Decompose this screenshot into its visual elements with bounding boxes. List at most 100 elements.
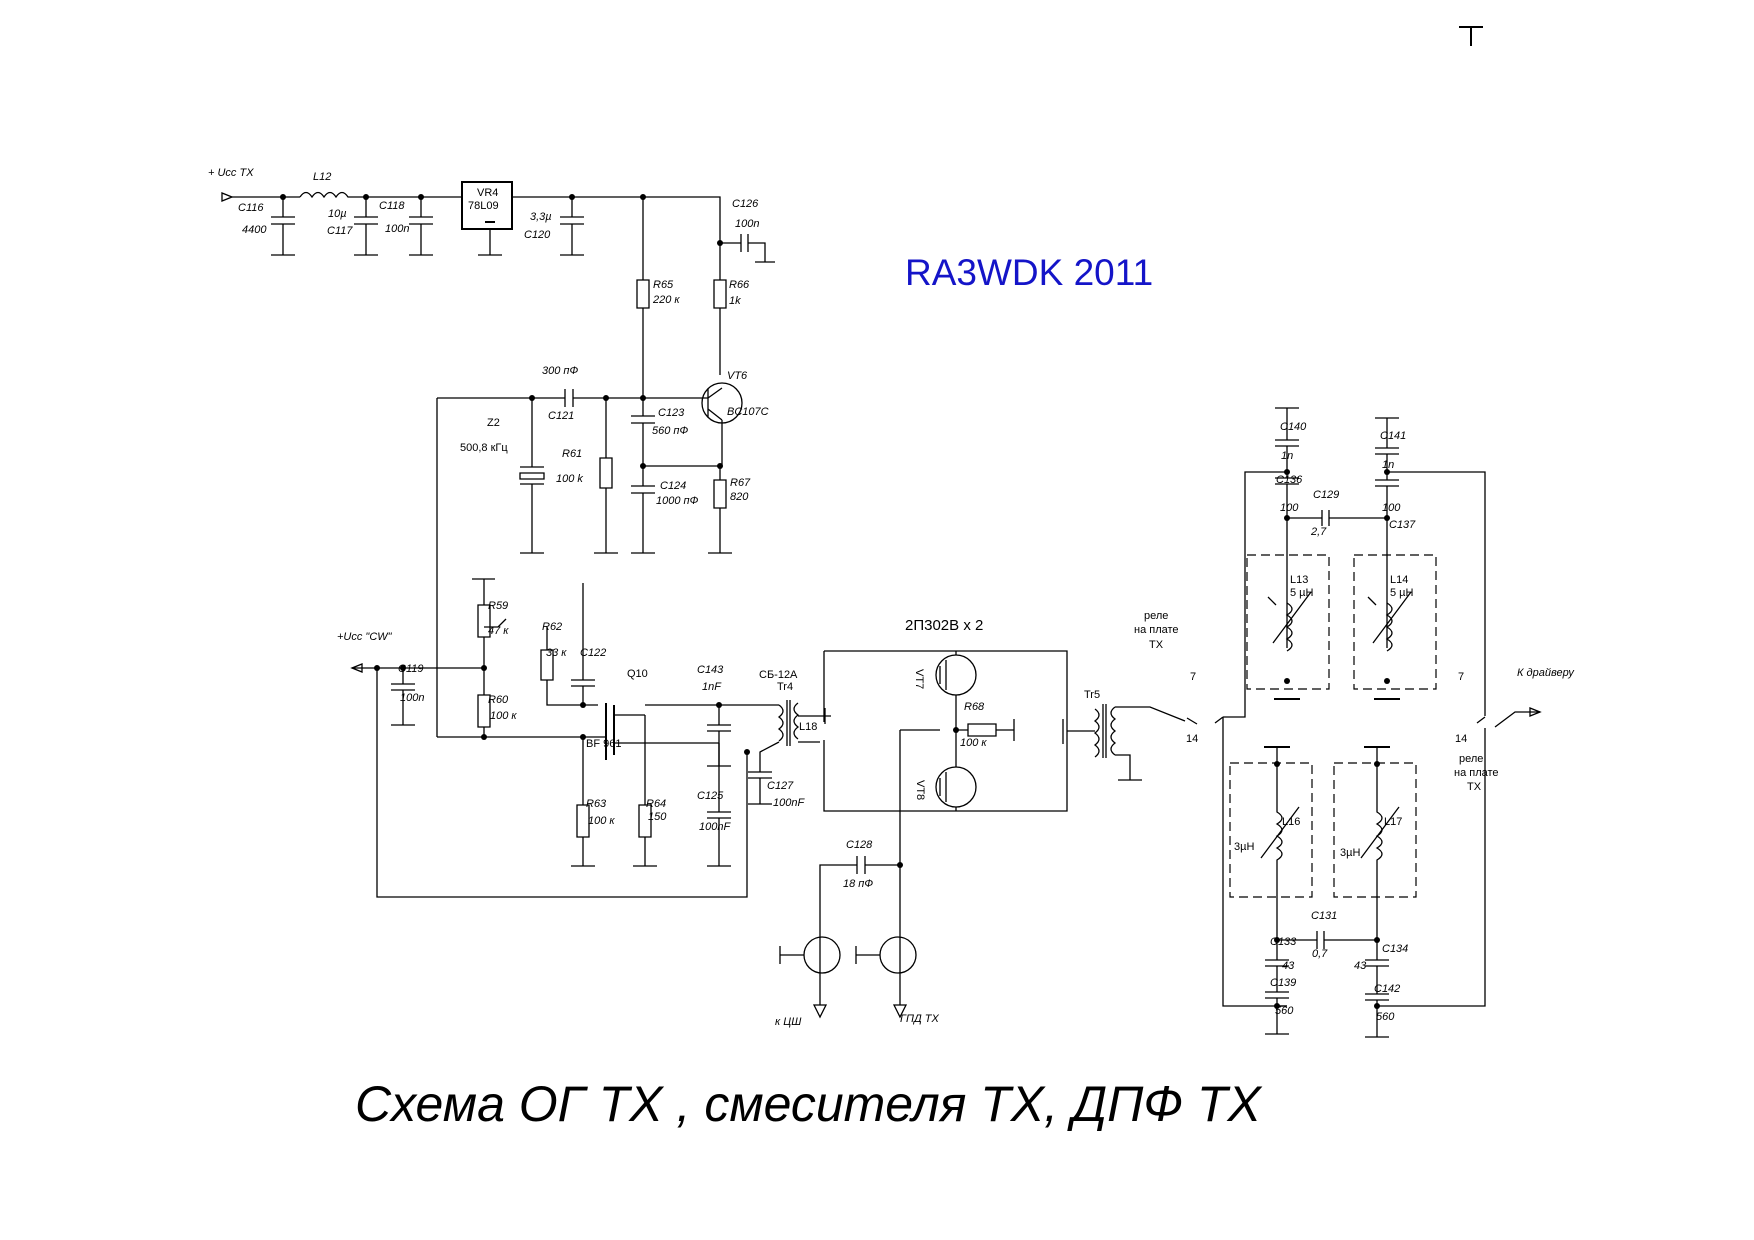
label-c133-value: 43: [1282, 960, 1295, 972]
label-l12: L12: [313, 171, 331, 183]
label-r61: R61: [562, 448, 582, 460]
label-c133: C133: [1270, 936, 1297, 948]
label-l16-value: 3µH: [1234, 841, 1254, 853]
label-c137: C137: [1389, 519, 1416, 531]
label-ucc-tx: + Ucc TX: [208, 167, 254, 179]
label-c118-value: 100n: [385, 223, 409, 235]
label-c127-value: 100nF: [773, 797, 805, 809]
label-r59: R59: [488, 600, 508, 612]
label-c134: C134: [1382, 943, 1408, 955]
label-c119: C119: [398, 663, 423, 675]
label-l17: L17: [1384, 816, 1402, 828]
label-c123: C123: [658, 407, 685, 419]
corner-tick-mark: [1459, 20, 1483, 46]
label-relay-left: реле: [1144, 610, 1168, 622]
label-r68: R68: [964, 701, 985, 713]
wires: [221, 181, 1542, 1038]
label-c125: C125: [697, 790, 724, 802]
label-c131-value: 0,7: [1312, 948, 1328, 960]
label-c126: C126: [732, 198, 759, 210]
label-c125-value: 100nF: [699, 821, 731, 833]
label-r64-value: 150: [648, 811, 667, 823]
label-c120: C120: [524, 229, 551, 241]
label-ucc-cw: +Ucc "CW": [337, 631, 393, 643]
label-c140-value: 1n: [1281, 450, 1293, 462]
label-c123-value: 560 пФ: [652, 425, 688, 437]
label-r62: R62: [542, 621, 562, 633]
label-r62-value: 33 к: [546, 647, 567, 659]
label-r67-value: 820: [730, 491, 749, 503]
label-l14-value: 5 µH: [1390, 587, 1414, 599]
label-c124: C124: [660, 480, 686, 492]
label-vt7: VT7: [913, 669, 925, 689]
label-c131: C131: [1311, 910, 1337, 922]
label-k-driver: К драйверу: [1517, 667, 1575, 679]
label-c129-value: 2,7: [1310, 526, 1327, 538]
label-r66-value: 1k: [729, 295, 741, 307]
label-relay-right-2: на плате: [1454, 767, 1499, 779]
label-r63-value: 100 к: [588, 815, 615, 827]
label-pin14-left: 14: [1186, 733, 1198, 745]
label-cb12a: СБ-12А: [759, 669, 798, 681]
label-l13: L13: [1290, 574, 1308, 586]
label-relay-left-2: на плате: [1134, 624, 1179, 636]
label-c141: C141: [1380, 430, 1406, 442]
label-r60-value: 100 к: [490, 710, 517, 722]
label-r67: R67: [730, 477, 751, 489]
label-c127: C127: [767, 780, 794, 792]
label-r68-value: 100 к: [960, 737, 987, 749]
label-relay-right-3: ТХ: [1467, 781, 1482, 793]
author-label: RA3WDK 2011: [905, 252, 1154, 293]
label-c139: C139: [1270, 977, 1296, 989]
label-z2: Z2: [487, 417, 500, 429]
label-c128: C128: [846, 839, 873, 851]
label-c136: C136: [1276, 474, 1303, 486]
label-q10: Q10: [627, 668, 648, 680]
label-c128-value: 18 пФ: [843, 878, 873, 890]
label-l18: L18: [799, 721, 817, 733]
label-transistor-pair: 2П302В х 2: [905, 617, 983, 634]
label-tr4: Tr4: [777, 681, 793, 693]
label-c139-value: 560: [1275, 1005, 1294, 1017]
label-pin7-left: 7: [1190, 671, 1196, 683]
label-l14: L14: [1390, 574, 1408, 586]
label-c116: C116: [238, 202, 264, 214]
label-vt6-type: BC107C: [727, 406, 769, 418]
label-c116-value: 4400: [242, 224, 267, 236]
label-c142: C142: [1374, 983, 1400, 995]
label-k-csh: к ЦШ: [775, 1016, 802, 1028]
label-pin14-right: 14: [1455, 733, 1467, 745]
label-c142-value: 560: [1376, 1011, 1395, 1023]
label-z2-value: 500,8 кГц: [460, 442, 508, 454]
label-vr4: VR4: [477, 187, 498, 199]
label-c124-value: 1000 пФ: [656, 495, 699, 507]
label-vt6: VT6: [727, 370, 748, 382]
label-c141-value: 1n: [1382, 459, 1394, 471]
label-c129: C129: [1313, 489, 1339, 501]
label-c118: C118: [379, 200, 405, 212]
label-gpd-tx: ГПД ТХ: [900, 1013, 939, 1025]
label-l13-value: 5 µH: [1290, 587, 1314, 599]
diagram-caption: Схема ОГ ТХ , смесителя ТХ, ДПФ ТХ: [355, 1076, 1261, 1132]
label-c121: C121: [548, 410, 574, 422]
label-l16: L16: [1282, 816, 1300, 828]
label-c119-value: 100n: [400, 692, 424, 704]
label-c140: C140: [1280, 421, 1307, 433]
label-r60: R60: [488, 694, 509, 706]
label-c134-value: 43: [1354, 960, 1367, 972]
label-c121-value: 300 пФ: [542, 365, 578, 377]
label-c117: C117: [327, 225, 353, 237]
label-r65: R65: [653, 279, 674, 291]
label-relay-left-3: ТХ: [1149, 639, 1164, 651]
label-r63: R63: [586, 798, 607, 810]
label-r64: R64: [646, 798, 666, 810]
label-relay-right: реле: [1459, 753, 1483, 765]
label-c126-value: 100n: [735, 218, 759, 230]
label-r65-value: 220 к: [652, 294, 680, 306]
label-c136-value: 100: [1280, 502, 1299, 514]
label-q10-type: BF 961: [586, 738, 621, 750]
label-vr4-type: 78L09: [468, 200, 499, 212]
label-l17-value: 3µH: [1340, 847, 1360, 859]
label-c122: C122: [580, 647, 606, 659]
